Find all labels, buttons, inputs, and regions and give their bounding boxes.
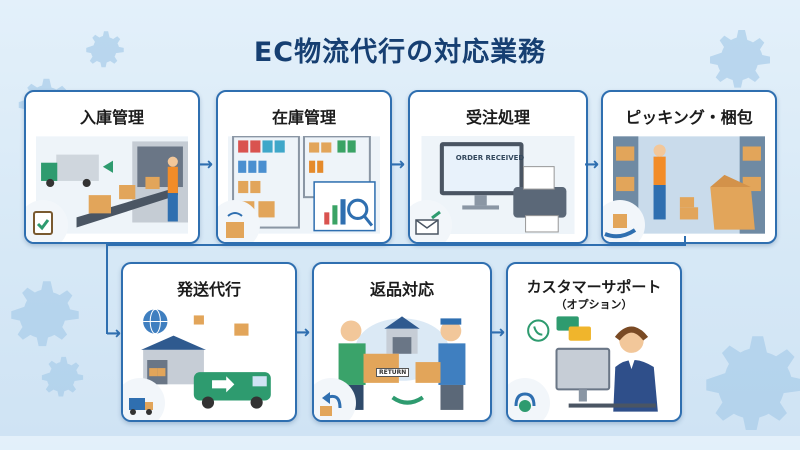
step-card-receiving: 入庫管理 bbox=[24, 90, 200, 244]
step-label: ピッキング・梱包 bbox=[625, 108, 753, 127]
truck-conveyor-illustration bbox=[36, 136, 188, 234]
step-card-inventory: 在庫管理 bbox=[216, 90, 392, 244]
step-label: 発送代行 bbox=[176, 280, 241, 299]
flow-arrow-icon: → bbox=[198, 154, 214, 175]
flow-arrow-icon: → bbox=[295, 322, 311, 343]
step-label: 在庫管理 bbox=[271, 108, 336, 127]
step-card-order-processing: 受注処理 ORDER RECEIVED bbox=[408, 90, 588, 244]
flow-connector-line bbox=[106, 244, 108, 334]
delivery-truck-icon bbox=[123, 378, 165, 420]
flow-connector-line bbox=[684, 236, 686, 244]
page-title: EC物流代行の対応業務 bbox=[253, 37, 547, 68]
hand-box-icon bbox=[603, 200, 645, 242]
flow-arrow-icon: → bbox=[490, 322, 506, 343]
rfid-box-icon bbox=[218, 200, 260, 242]
clipboard-check-icon bbox=[26, 200, 68, 242]
gear-icon bbox=[710, 30, 770, 88]
headset-chat-icon bbox=[508, 378, 550, 420]
return-handover-illustration bbox=[324, 308, 480, 412]
globe-warehouse-van-illustration bbox=[133, 308, 285, 412]
step-card-returns: 返品対応 RETURN bbox=[312, 262, 492, 422]
flow-arrow-icon: → bbox=[584, 154, 600, 175]
flow-arrow-icon: → bbox=[106, 323, 122, 344]
gear-icon bbox=[11, 281, 79, 347]
return-box-label: RETURN bbox=[376, 368, 410, 377]
gear-icon bbox=[86, 31, 124, 68]
return-arrow-box-icon bbox=[314, 378, 356, 420]
order-received-screen-text: ORDER RECEIVED bbox=[455, 154, 525, 162]
step-sublabel: （オプション） bbox=[555, 298, 633, 311]
operator-headset-illustration bbox=[518, 314, 670, 412]
step-label: 返品対応 bbox=[369, 280, 434, 299]
step-card-shipping: 発送代行 bbox=[121, 262, 297, 422]
flow-arrow-icon: → bbox=[390, 154, 406, 175]
step-label: 入庫管理 bbox=[79, 108, 144, 127]
mail-send-icon bbox=[410, 200, 452, 242]
gear-icon bbox=[706, 336, 800, 430]
step-label: カスタマーサポート bbox=[526, 278, 662, 296]
step-card-customer-support: カスタマーサポート （オプション） bbox=[506, 262, 682, 422]
gear-icon bbox=[41, 356, 84, 397]
step-label: 受注処理 bbox=[465, 108, 530, 127]
flow-connector-line bbox=[106, 244, 686, 246]
step-card-picking-packing: ピッキング・梱包 bbox=[601, 90, 777, 244]
